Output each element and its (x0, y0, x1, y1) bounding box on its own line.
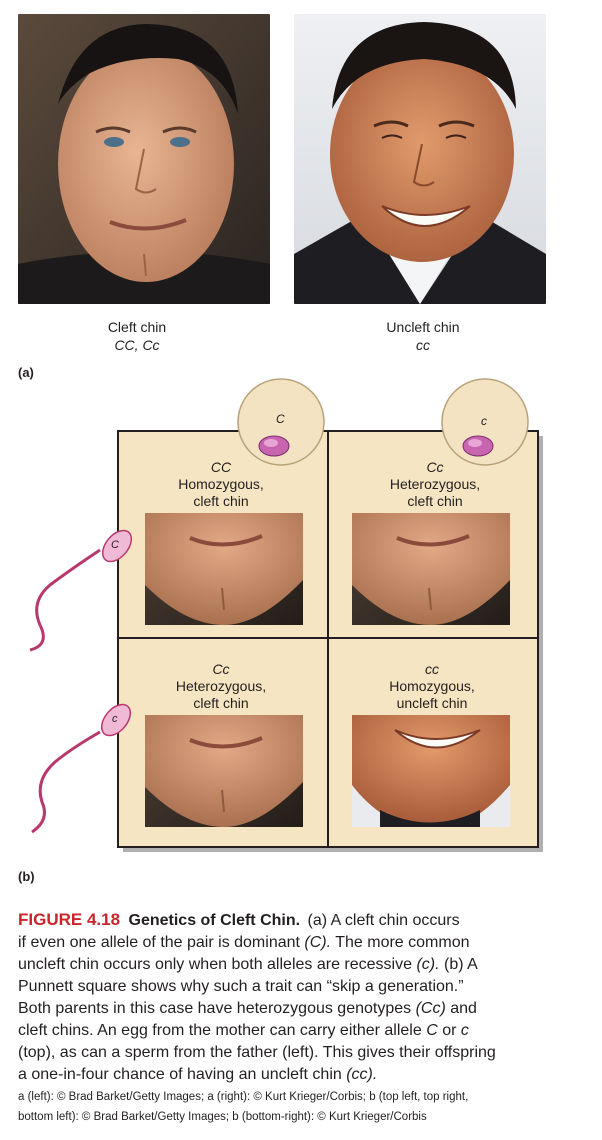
sperm-bottom-allele: c (112, 713, 118, 725)
caption-text-1: (a) A cleft chin occurs (307, 912, 460, 929)
cell-phenotype-bottom-left: cleft chin (193, 695, 249, 711)
caption-line-8: a one-in-four chance of having an unclef… (18, 1064, 588, 1086)
caption-line-7: (top), as can a sperm from the father (l… (18, 1044, 496, 1061)
cell-genotype-bottom-left: Cc (212, 661, 230, 677)
cell-text-bottom-left: Cc Heterozygous, cleft chin (126, 661, 316, 712)
sperm-top-allele: C (111, 539, 119, 551)
caption-text-6c: or (437, 1022, 461, 1039)
cell-zygosity-bottom-left: Heterozygous, (175, 678, 267, 694)
figure-number: FIGURE 4.18 (18, 910, 121, 929)
left-caption-trait: Cleft chin (107, 319, 167, 335)
egg-right-allele: c (481, 414, 487, 428)
caption-line-3: uncleft chin occurs only when both allel… (18, 954, 588, 976)
caption-line-1: FIGURE 4.18 Genetics of Cleft Chin. (a) … (18, 909, 588, 932)
photo-cleft-chin-man (18, 14, 270, 304)
cell-text-top-right: Cc Heterozygous, cleft chin (340, 459, 530, 510)
caption-text-8b: (cc). (346, 1066, 378, 1083)
sperm-bottom (31, 703, 132, 834)
egg-left-allele: C (276, 412, 285, 426)
cell-phenotype-bottom-right: uncleft chin (396, 695, 468, 711)
cell-genotype-top-right: Cc (426, 459, 444, 475)
cell-phenotype-top-left: cleft chin (193, 493, 249, 509)
panel-b-letter: (b) (18, 869, 35, 884)
caption-line-4: Punnett square shows why such a trait ca… (18, 978, 464, 995)
photo-credits: a (left): © Brad Barket/Getty Images; a … (18, 1087, 593, 1127)
caption-line-6: cleft chins. An egg from the mother can … (18, 1020, 588, 1042)
cell-zygosity-top-left: Homozygous, (178, 476, 264, 492)
caption-text-3b: (c). (416, 956, 440, 973)
cell-phenotype-top-right: cleft chin (407, 493, 463, 509)
right-caption-trait: Uncleft chin (386, 319, 460, 335)
cell-text-top-left: CC Homozygous, cleft chin (126, 459, 316, 510)
punnett-square-diagram (29, 378, 543, 852)
cell-zygosity-bottom-right: Homozygous, (389, 678, 475, 694)
caption-text-6a: cleft chins. An egg from the mother can … (18, 1022, 427, 1039)
chin-photo-top-left (145, 513, 303, 625)
caption-text-5c: and (445, 1000, 477, 1017)
left-caption-genotype: CC, Cc (114, 337, 160, 353)
photo-uncleft-chin-man (294, 14, 546, 304)
egg-cell-right (441, 378, 529, 466)
chin-photo-bottom-left (145, 715, 303, 827)
caption-text-2b: (C). (304, 934, 332, 951)
caption-text-2c: The more common (331, 934, 470, 951)
chin-photo-bottom-right (352, 715, 510, 827)
cell-genotype-top-left: CC (210, 459, 232, 475)
caption-line-2: if even one allele of the pair is domina… (18, 932, 588, 954)
cell-text-bottom-right: cc Homozygous, uncleft chin (337, 661, 527, 712)
caption-text-2a: if even one allele of the pair is domina… (18, 934, 305, 951)
caption-text-6d: c (460, 1022, 469, 1039)
chin-photo-top-right (352, 513, 510, 625)
egg-cell-left (237, 378, 325, 466)
panel-a-letter: (a) (18, 365, 34, 380)
right-caption-genotype: cc (416, 337, 430, 353)
caption-text-8a: a one-in-four chance of having an unclef… (18, 1066, 347, 1083)
figure-caption: FIGURE 4.18 Genetics of Cleft Chin. (a) … (18, 909, 588, 1086)
credits-line-1: a (left): © Brad Barket/Getty Images; a … (18, 1091, 469, 1103)
figure-title: Genetics of Cleft Chin. (128, 912, 301, 929)
sperm-top (29, 529, 133, 652)
caption-text-3c: (b) A (439, 956, 478, 973)
cell-zygosity-top-right: Heterozygous, (389, 476, 481, 492)
caption-text-6b: C (426, 1022, 438, 1039)
caption-text-3a: uncleft chin occurs only when both allel… (18, 956, 417, 973)
caption-text-5b: (Cc) (415, 1000, 446, 1017)
caption-line-5: Both parents in this case have heterozyg… (18, 998, 588, 1020)
credits-line-2: bottom left): © Brad Barket/Getty Images… (18, 1111, 427, 1123)
cell-genotype-bottom-right: cc (425, 661, 439, 677)
caption-text-5a: Both parents in this case have heterozyg… (18, 1000, 416, 1017)
